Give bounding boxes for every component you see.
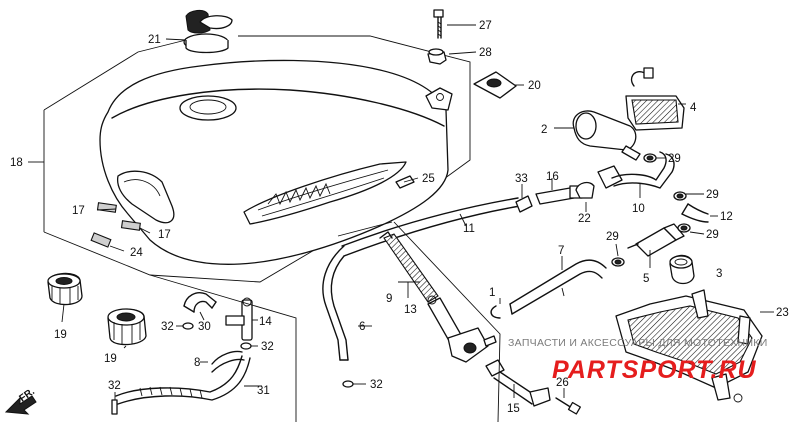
label-13: 13 <box>404 304 417 316</box>
label-32b: 32 <box>261 341 274 353</box>
cushion-17b <box>120 220 141 231</box>
clamp-33 <box>515 184 533 213</box>
hose-15 <box>485 359 551 407</box>
fuel-cock <box>427 295 497 363</box>
label-15: 15 <box>507 403 520 415</box>
clamp-29b <box>673 191 704 201</box>
label-14: 14 <box>259 316 272 328</box>
label-29c: 29 <box>606 231 619 243</box>
label-20: 20 <box>528 80 541 92</box>
clip-32c <box>342 380 366 388</box>
lower-frame <box>149 221 501 423</box>
label-7: 7 <box>558 245 564 257</box>
hose-6 <box>322 245 372 361</box>
front-arrow-icon <box>4 395 37 415</box>
label-32a: 32 <box>161 321 174 333</box>
label-32c: 32 <box>370 379 383 391</box>
fuel-cap-ring <box>179 95 237 121</box>
clip-1 <box>490 298 501 319</box>
clamp-29a <box>643 153 666 163</box>
label-22: 22 <box>578 213 591 225</box>
clamp-29d <box>677 223 705 235</box>
label-2: 2 <box>541 124 547 136</box>
label-4: 4 <box>690 102 697 114</box>
label-31: 31 <box>257 385 270 397</box>
label-1: 1 <box>489 287 495 299</box>
clip-32b <box>240 342 258 350</box>
label-5: 5 <box>643 273 649 285</box>
fuel-tank-group <box>43 35 471 283</box>
pipe-8 <box>200 350 245 373</box>
watermark-line1: ЗАПЧАСТИ И АКСЕССУАРЫ ДЛЯ МОТОТЕХНИКИ <box>508 337 768 349</box>
label-24: 24 <box>130 247 143 259</box>
bracket-23 <box>615 289 774 403</box>
label-3: 3 <box>716 268 722 280</box>
label-18: 18 <box>10 157 23 169</box>
label-10: 10 <box>632 203 645 215</box>
pad-20 <box>473 71 524 99</box>
label-29a: 29 <box>668 153 681 165</box>
pump-bracket <box>625 67 686 131</box>
fuel-filter <box>627 223 685 268</box>
fuel-pump <box>554 110 641 161</box>
label-9: 9 <box>386 293 392 305</box>
label-12: 12 <box>720 211 733 223</box>
cushion-19b <box>107 308 147 346</box>
label-30: 30 <box>198 321 211 333</box>
nut-28 <box>427 48 477 65</box>
hose-11 <box>341 197 521 257</box>
cushion-17a <box>96 202 117 213</box>
leader-lines <box>28 161 565 349</box>
label-11: 11 <box>463 223 475 235</box>
label-17a: 17 <box>72 205 85 217</box>
clip-22 <box>575 181 595 212</box>
clip-32a <box>176 322 194 330</box>
label-33: 33 <box>515 173 528 185</box>
tank-emblem <box>243 161 407 225</box>
pad-24 <box>90 232 112 248</box>
label-6: 6 <box>359 321 365 333</box>
hose-31 <box>115 355 262 405</box>
label-29b: 29 <box>706 189 719 201</box>
label-16: 16 <box>546 171 559 183</box>
label-26: 26 <box>556 377 569 389</box>
bolt-27 <box>433 9 476 39</box>
label-21: 21 <box>148 34 161 46</box>
label-19b: 19 <box>104 353 117 365</box>
label-17b: 17 <box>158 229 171 241</box>
label-32d: 32 <box>108 380 121 392</box>
hose-12 <box>681 203 718 223</box>
joint-16 <box>535 178 583 205</box>
label-29d: 29 <box>706 229 719 241</box>
label-8: 8 <box>194 357 200 369</box>
label-25: 25 <box>422 173 435 185</box>
joint-14 <box>225 297 258 341</box>
part-labels: 1 2 3 4 5 6 7 8 9 10 11 12 13 14 15 16 1… <box>10 20 789 415</box>
hose-10 <box>597 151 675 198</box>
bolt-26 <box>555 388 581 415</box>
watermark-line2: PARTSPORT.RU <box>552 356 757 384</box>
hose-30 <box>183 292 217 313</box>
fuel-cap <box>165 9 233 54</box>
fuel-strainer <box>379 231 439 303</box>
clip-32d <box>111 392 118 415</box>
label-23: 23 <box>776 307 789 319</box>
label-19a: 19 <box>54 329 67 341</box>
watermark: ЗАПЧАСТИ И АКСЕССУАРЫ ДЛЯ МОТОТЕХНИКИ PA… <box>508 337 768 384</box>
cushion-19a <box>47 272 83 306</box>
hose-7 <box>509 256 607 315</box>
label-28: 28 <box>479 47 492 59</box>
label-27: 27 <box>479 20 492 32</box>
clamp-29c <box>611 243 625 267</box>
cushion-3 <box>669 254 695 285</box>
